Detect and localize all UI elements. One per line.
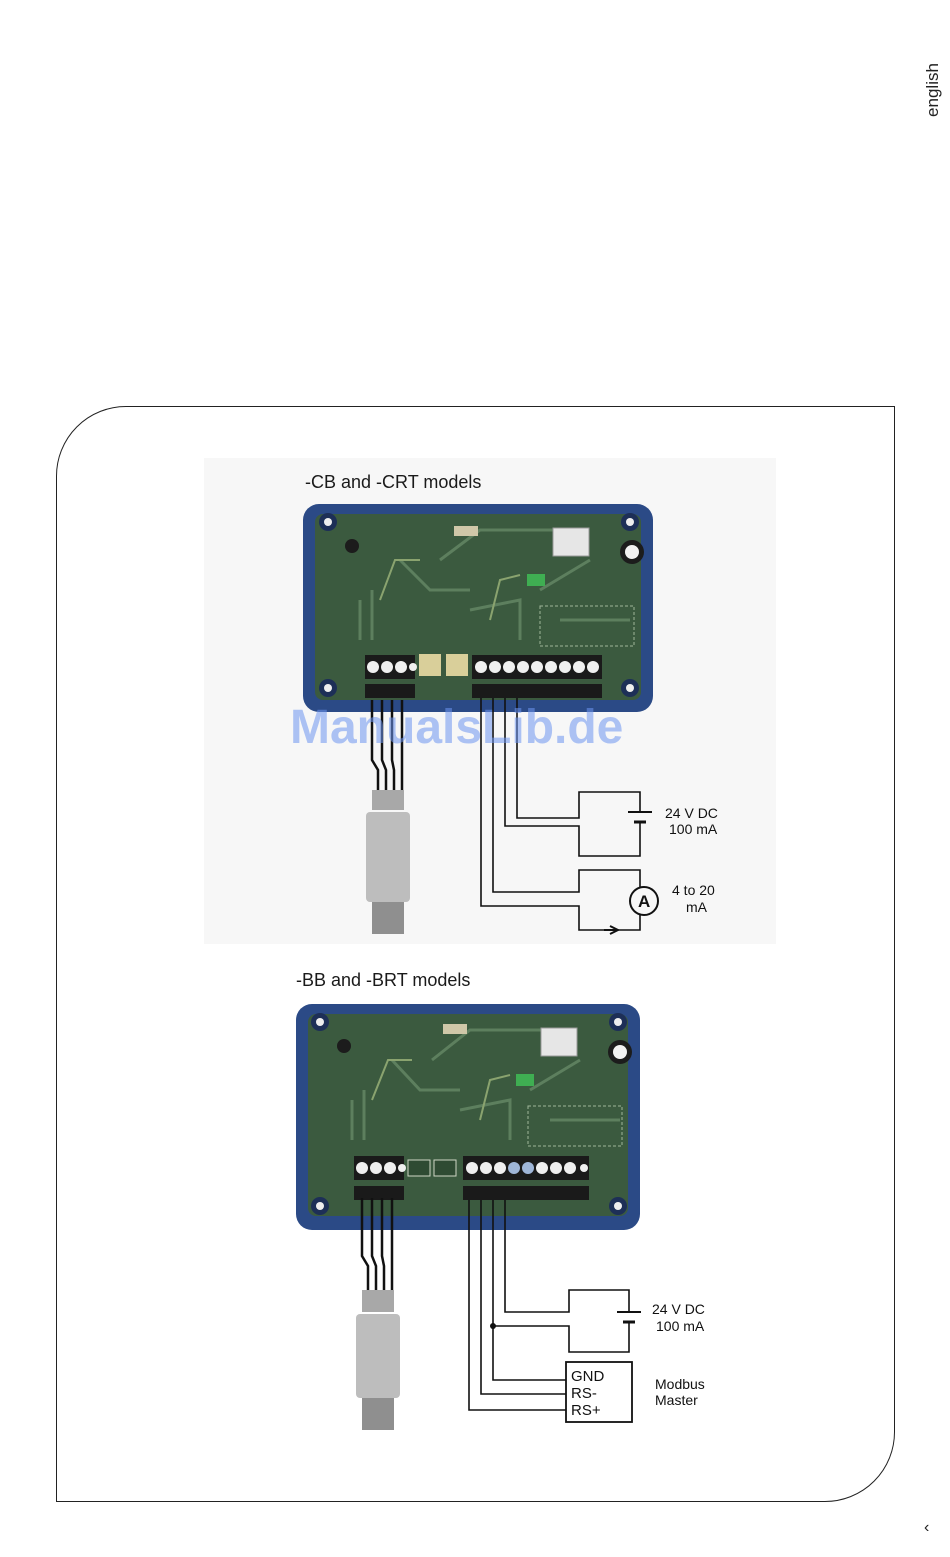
bb-terminal-blocks: [354, 1156, 589, 1200]
bb-wiring: [469, 1200, 641, 1422]
watermark-text: ManualsLib.de: [290, 700, 623, 755]
terminal-rs-plus: RS+: [571, 1402, 601, 1419]
terminal-rs-minus: RS-: [571, 1385, 597, 1402]
loop-range-line2: mA: [686, 899, 708, 915]
modbus-label-line2: Master: [655, 1392, 698, 1408]
terminal-gnd: GND: [571, 1368, 605, 1385]
ammeter-symbol: A: [638, 892, 650, 911]
cb-enclosure: [303, 504, 653, 712]
cb-supply-voltage: 24 V DC: [665, 805, 718, 821]
junction-dot: [490, 1323, 496, 1329]
page-indicator[interactable]: ‹: [924, 1519, 929, 1537]
bb-supply-voltage: 24 V DC: [652, 1301, 705, 1317]
modbus-label-line1: Modbus: [655, 1376, 705, 1392]
bb-supply-current: 100 mA: [656, 1318, 705, 1334]
cb-supply-current: 100 mA: [669, 821, 718, 837]
bb-sensor: [356, 1198, 400, 1430]
loop-range-line1: 4 to 20: [672, 882, 715, 898]
cb-terminal-blocks: [365, 654, 602, 698]
